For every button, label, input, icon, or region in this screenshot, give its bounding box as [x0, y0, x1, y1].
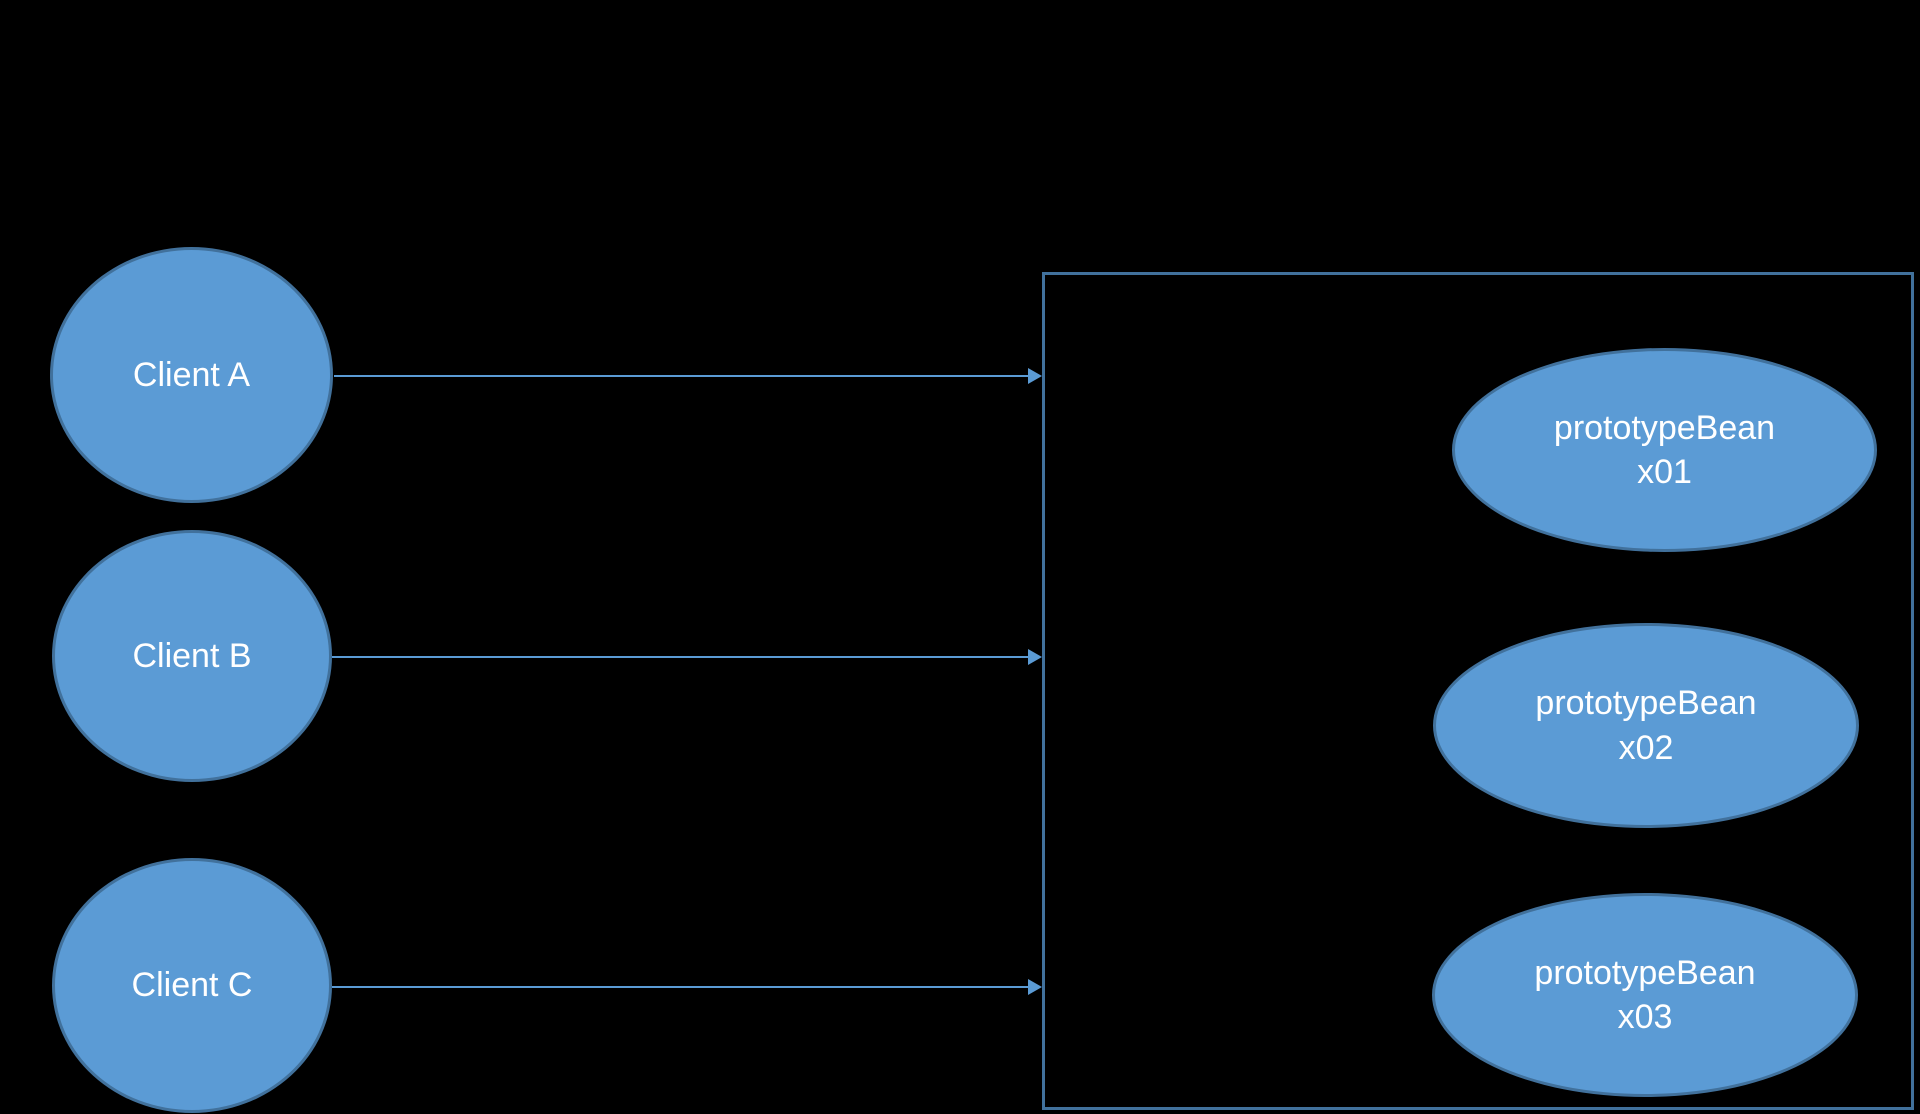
arrow-client-c-line — [332, 986, 1029, 988]
arrow-client-c-head-icon — [1028, 979, 1042, 995]
prototype-bean-x03-label: prototypeBean x03 — [1534, 951, 1755, 1039]
bean-instance: x03 — [1617, 998, 1673, 1036]
client-b-label: Client B — [132, 636, 252, 675]
bean-name: prototypeBean — [1535, 684, 1757, 723]
arrow-client-b-head-icon — [1028, 649, 1042, 665]
container-rect — [1042, 272, 1914, 1110]
bean-instance: x01 — [1637, 453, 1692, 491]
client-a-node: Client A — [50, 247, 333, 503]
arrow-client-a-head-icon — [1028, 368, 1042, 384]
client-c-label: Client C — [131, 966, 253, 1005]
arrow-client-b-line — [332, 656, 1029, 658]
prototype-bean-x02-label: prototypeBean x02 — [1535, 681, 1756, 769]
prototype-bean-x03-node: prototypeBean x03 — [1432, 893, 1858, 1097]
bean-name: prototypeBean — [1534, 953, 1756, 992]
arrow-client-a-line — [334, 375, 1029, 377]
client-c-node: Client C — [52, 858, 332, 1113]
prototype-bean-x01-label: prototypeBean x01 — [1554, 406, 1775, 494]
bean-name: prototypeBean — [1553, 408, 1776, 447]
client-b-node: Client B — [52, 530, 332, 782]
prototype-bean-x01-node: prototypeBean x01 — [1452, 348, 1877, 552]
prototype-bean-x02-node: prototypeBean x02 — [1433, 623, 1859, 828]
client-a-label: Client A — [132, 355, 251, 394]
bean-instance: x02 — [1618, 728, 1674, 767]
